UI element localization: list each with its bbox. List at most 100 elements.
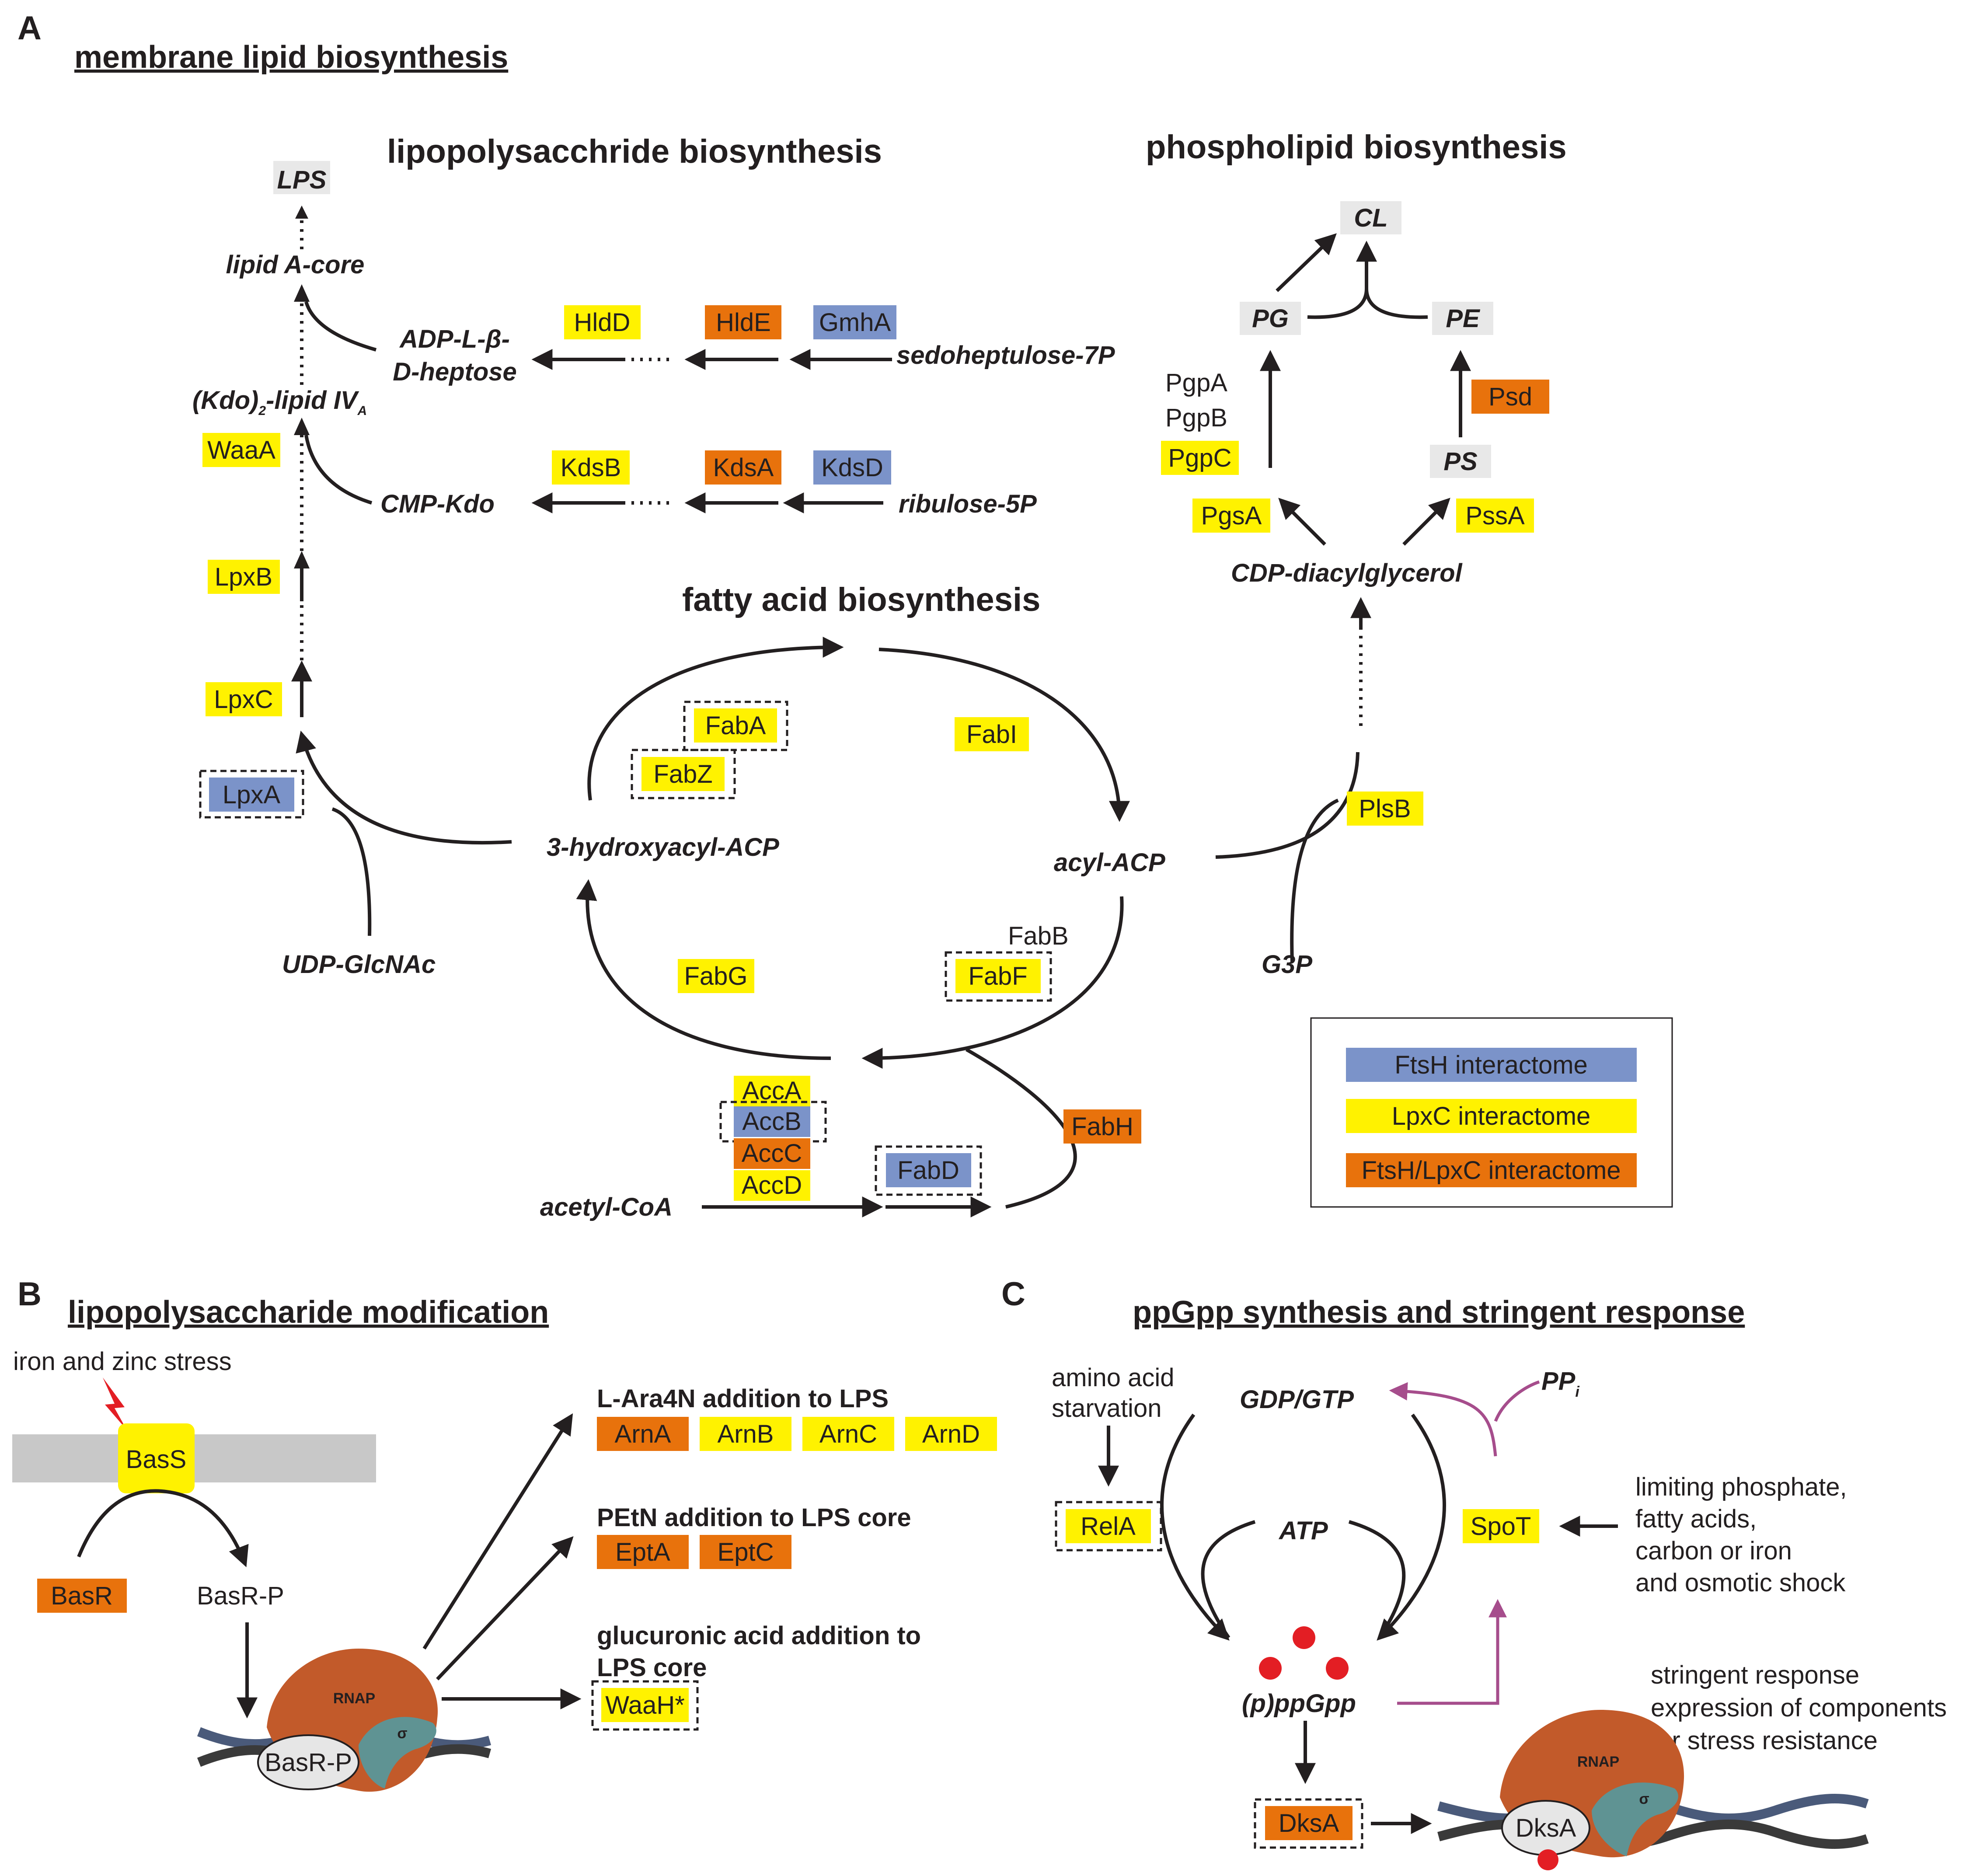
eptc-box — [700, 1535, 791, 1569]
to-arn-arrow — [422, 1413, 573, 1650]
spot: SpoT — [1471, 1512, 1531, 1541]
lpxa-box — [209, 778, 294, 812]
dksa-box — [1265, 1806, 1353, 1840]
udp-glcnac: UDP-GlcNAc — [282, 950, 436, 979]
pgsa: PgsA — [1201, 502, 1262, 530]
acetyl-coa: acetyl-CoA — [540, 1193, 673, 1221]
stress-label: iron and zinc stress — [13, 1347, 232, 1376]
limiting-line1: limiting phosphate, — [1635, 1473, 1847, 1501]
petn-title: PEtN addition to LPS core — [597, 1503, 911, 1532]
pg: PG — [1252, 304, 1289, 333]
to-ept-arrow — [436, 1536, 574, 1681]
sigma-c-label: σ — [1639, 1791, 1649, 1807]
pe: PE — [1446, 304, 1481, 333]
fabg: FabG — [684, 962, 747, 990]
heptose-curve — [304, 301, 377, 352]
fabz-dashed-frame — [631, 749, 736, 799]
pg-pe-join — [1307, 288, 1428, 319]
panel-a-label: A — [17, 10, 42, 47]
cl: CL — [1354, 204, 1387, 232]
epta: EptA — [615, 1538, 670, 1566]
kdsd: KdsD — [821, 453, 883, 482]
fa-arc-bottom-right — [861, 896, 1124, 1069]
fa-arc-bottom-left — [576, 879, 831, 1060]
pssa-box — [1456, 499, 1534, 533]
starvation-line2: starvation — [1052, 1394, 1161, 1423]
ppgpp-bound-dot — [1537, 1849, 1558, 1870]
plsb-curve — [1215, 752, 1360, 859]
pgsa-arrow — [1278, 498, 1326, 546]
cmp-kdo: CMP-Kdo — [380, 490, 495, 518]
accb-box — [734, 1106, 810, 1137]
panel-a-title: membrane lipid biosynthesis — [74, 40, 508, 75]
arnc: ArnC — [819, 1420, 877, 1448]
lps-metabolite: LPS — [277, 166, 327, 194]
faba-box — [694, 708, 777, 743]
starvation-line1: amino acid — [1052, 1363, 1174, 1392]
waaa: WaaA — [207, 436, 275, 464]
eptc: EptC — [718, 1538, 774, 1566]
gtp-to-ppgpp-arc — [1377, 1413, 1446, 1641]
dksa-dashed-frame — [1254, 1798, 1363, 1849]
legend-both-box — [1346, 1153, 1637, 1187]
ppi: PPi — [1541, 1367, 1580, 1400]
fabb: FabB — [1008, 922, 1069, 950]
fabz-box — [641, 757, 725, 791]
limiting-line2: fatty acids, — [1635, 1505, 1757, 1533]
lps-arrowhead — [295, 206, 308, 219]
gmha-box — [813, 305, 896, 339]
ppgpp-dot-top — [1293, 1626, 1315, 1649]
acca: AccA — [742, 1077, 802, 1105]
fabi: FabI — [966, 720, 1017, 749]
hlde-box — [705, 305, 781, 339]
pgpc: PgpC — [1168, 444, 1231, 472]
panel-c-label: C — [1001, 1276, 1025, 1313]
ara-title: L-Ara4N addition to LPS — [597, 1384, 889, 1413]
accc: AccC — [742, 1139, 802, 1168]
basr-p-ellipse — [257, 1734, 359, 1790]
accc-box — [734, 1138, 810, 1169]
ribulose: ribulose-5P — [899, 490, 1037, 518]
cdp-diacylglycerol: CDP-diacylglycerol — [1231, 559, 1463, 587]
basr-box — [37, 1579, 127, 1613]
fabg-box — [678, 959, 754, 993]
gdp-gtp: GDP/GTP — [1240, 1385, 1354, 1414]
psd-box — [1471, 380, 1549, 414]
lpxa-curve — [296, 730, 512, 845]
stringent-line2: expression of components — [1651, 1694, 1947, 1722]
waah: WaaH* — [605, 1691, 685, 1719]
waah-dashed-frame — [591, 1680, 699, 1731]
kdsb: KdsB — [561, 453, 621, 482]
fabh-curve — [966, 1048, 1077, 1209]
pgsa-box — [1192, 499, 1270, 533]
ppgpp-dot-left — [1259, 1657, 1282, 1680]
atp: ATP — [1278, 1517, 1328, 1545]
rnap-c-label: RNAP — [1577, 1754, 1619, 1770]
pe-metabolite-box — [1432, 302, 1493, 335]
panel-c-title: ppGpp synthesis and stringent response — [1133, 1295, 1745, 1330]
sigma-b-shape — [359, 1717, 436, 1789]
arnd-box — [905, 1417, 997, 1451]
lpxb-box — [208, 560, 280, 594]
basr-p-ellipse-label: BasR-P — [265, 1748, 352, 1777]
fatty-acid-section-title: fatty acid biosynthesis — [682, 581, 1040, 618]
accd: AccD — [742, 1171, 802, 1200]
lightning-icon — [103, 1377, 127, 1430]
ppi-branch — [1494, 1380, 1540, 1422]
lpxb-arrowhead — [294, 551, 310, 568]
arnb: ArnB — [718, 1420, 774, 1448]
kdo-lipid: (Kdo)2-lipid IVA — [192, 386, 367, 418]
ps: PS — [1443, 447, 1478, 476]
fa-arc-top-right — [878, 648, 1130, 822]
faba: FabA — [705, 711, 766, 740]
fabd-box — [886, 1153, 971, 1187]
sigma-c-shape — [1592, 1782, 1678, 1856]
panel-b-label: B — [17, 1276, 42, 1313]
legend-both: FtsH/LpxC interactome — [1361, 1156, 1621, 1185]
kdsb-box — [552, 450, 630, 485]
pgpc-box — [1161, 441, 1239, 475]
udp-curve — [331, 807, 372, 936]
stringent-line3: for stress resistance — [1651, 1726, 1878, 1755]
phospholipid-section-title: phospholipid biosynthesis — [1146, 129, 1567, 166]
